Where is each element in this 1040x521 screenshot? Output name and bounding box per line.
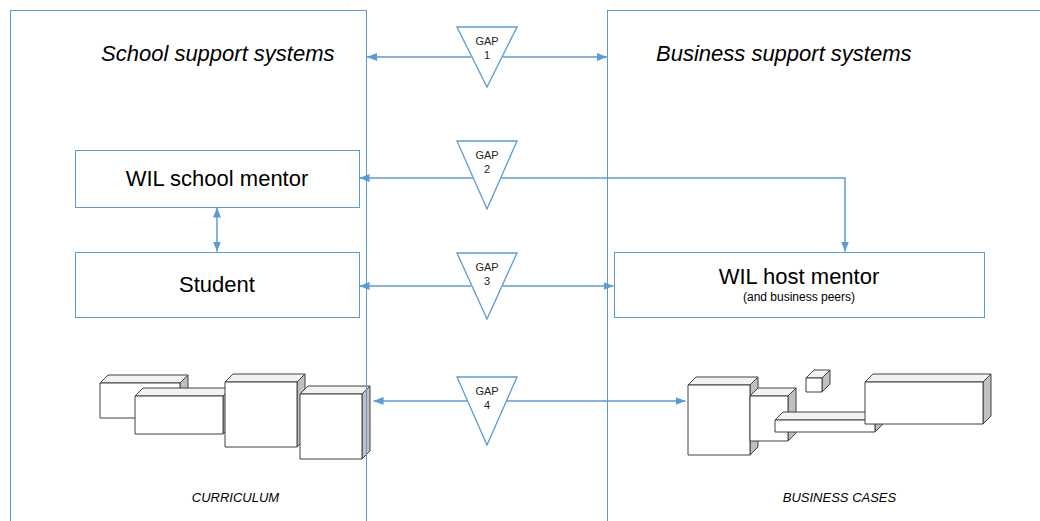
panel-heading: Business support systems [656,41,912,67]
cube-face [688,377,758,385]
cube-face [865,382,983,424]
gap-label: GAP 1 [472,34,502,62]
cube-face [806,378,822,392]
process-box: Student [75,252,360,318]
connector-arrow [360,285,472,287]
gap-triangle: GAP 2 [456,140,518,210]
gap-label: GAP 3 [472,260,502,288]
panel-heading: School support systems [101,41,335,67]
gap-label: GAP 2 [472,148,502,176]
gap-label: GAP 4 [472,384,502,412]
cube-face [775,420,875,432]
gap-triangle: GAP 1 [456,26,518,88]
system-panel: Business support systemsWIL host mentor(… [607,10,1040,521]
box-title: Student [179,272,255,298]
illustration-group: CURRICULUM [98,366,374,512]
cube-face [362,386,370,459]
connector-arrow [216,208,218,252]
connector-arrow [501,178,845,252]
gap-triangle: GAP 4 [456,376,518,446]
cube-face [300,386,370,394]
connector-arrow [503,285,614,287]
box-title: WIL host mentor [719,264,880,290]
process-box: WIL school mentor [75,150,360,208]
cube-face [300,394,362,459]
connector-arrow [374,400,468,402]
cube-face [983,374,991,424]
connector-arrow [367,56,472,58]
box-title: WIL school mentor [126,166,309,192]
illustration-group: BUSINESS CASES [686,366,994,512]
cube-face [865,374,991,382]
cube-face [135,388,231,396]
cube-face [100,375,188,383]
process-box: WIL host mentor(and business peers) [614,252,985,318]
illustration-caption: BUSINESS CASES [783,490,896,506]
triangle-outline [457,27,517,87]
connector-arrow [503,56,608,58]
triangle-outline [457,141,517,209]
cube-face [225,374,305,382]
illustration-caption: CURRICULUM [192,490,279,506]
cube-face [688,385,750,455]
connector-arrow [360,177,473,179]
cube-face [225,382,297,447]
connector-arrow [507,400,686,402]
triangle-outline [457,253,517,319]
box-subtitle: (and business peers) [743,290,855,305]
triangle-outline [457,377,517,445]
cube-face [822,370,830,392]
cube-face [135,396,223,434]
gap-triangle: GAP 3 [456,252,518,320]
system-panel: School support systemsWIL school mentorS… [10,10,367,521]
